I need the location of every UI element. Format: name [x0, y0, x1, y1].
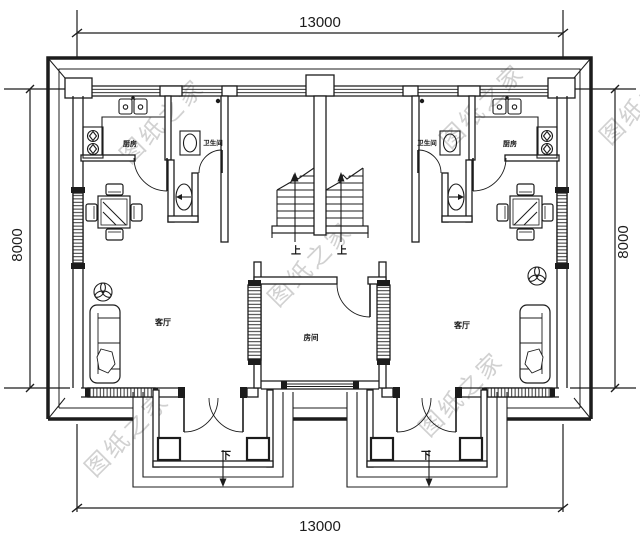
- dimension-top: [71, 10, 569, 58]
- sofa-icon: [519, 304, 551, 384]
- window-living-left: [87, 387, 156, 398]
- label-living-left: 客厅: [154, 317, 171, 327]
- porch-left: [132, 389, 294, 488]
- window-living-right: [484, 387, 553, 398]
- ceiling-fan-icon: [527, 266, 547, 286]
- entry-door-right: [393, 387, 462, 433]
- floor-drain-icon: [215, 98, 221, 104]
- window-left-wall: [72, 192, 84, 264]
- counter-right: [475, 116, 539, 155]
- dining-table-icon: [85, 183, 143, 241]
- dim-left-value: 8000: [9, 228, 26, 261]
- sink-icon: [118, 96, 148, 115]
- interior-walls: [80, 95, 560, 243]
- floor-drain-icon: [419, 98, 425, 104]
- kitchen-door-left: [133, 157, 168, 192]
- label-bathroom-left: 卫生间: [203, 138, 223, 147]
- corner-pilaster-left: [64, 77, 93, 99]
- squat-toilet-icon: [447, 183, 465, 211]
- watermark-text: 图纸之家: [595, 55, 640, 150]
- squat-toilet-icon: [175, 183, 193, 211]
- porch-right: [346, 389, 508, 488]
- label-stairs-up-right: 上: [337, 244, 347, 257]
- text-labels: 13000 13000 8000 8000 厨房 厨房 卫生间 卫生间 客厅 客…: [9, 14, 632, 535]
- kitchen-door-right: [472, 157, 507, 192]
- sofa-pillow: [96, 348, 116, 374]
- dim-bottom-value: 13000: [299, 518, 341, 535]
- stove-icon: [536, 126, 558, 159]
- stair-direction-arrow-up: [294, 181, 342, 242]
- label-kitchen-right: 厨房: [503, 139, 517, 148]
- stair-break-line-right: [325, 167, 364, 191]
- party-wall: [313, 95, 327, 236]
- bathroom-door-right: [417, 149, 442, 174]
- washbasin-icon: [439, 130, 461, 156]
- dim-right-value: 8000: [615, 225, 632, 258]
- center-room: [247, 261, 391, 390]
- label-steps-down-right: 下: [421, 450, 431, 462]
- staircase: [271, 95, 369, 242]
- sofa-icon: [89, 304, 121, 384]
- stove-icon: [82, 126, 104, 159]
- dim-top-value: 13000: [299, 14, 341, 31]
- porch-column: [245, 436, 271, 462]
- corner-pilaster-right: [547, 77, 576, 99]
- washbasin-icon: [179, 130, 201, 156]
- dimension-right: [570, 84, 636, 393]
- label-stairs-up-left: 上: [291, 244, 301, 257]
- label-kitchen-left: 厨房: [123, 139, 137, 148]
- label-center-room: 房间: [304, 332, 319, 342]
- porch-column: [458, 436, 484, 462]
- dining-table-icon: [496, 183, 554, 241]
- sofa-pillow: [524, 348, 544, 374]
- bathroom-door-left: [198, 149, 223, 174]
- porch-column: [156, 436, 182, 462]
- exterior-walls: [64, 74, 576, 398]
- label-living-right: 客厅: [453, 320, 470, 330]
- sink-icon: [492, 96, 522, 115]
- window-center-room-right: [376, 284, 391, 361]
- party-wall-post: [305, 74, 335, 97]
- ceiling-fan-icon: [93, 282, 113, 302]
- counter-left: [101, 116, 165, 155]
- label-steps-down-left: 下: [221, 450, 231, 462]
- watermark-text: 图纸之家: [80, 387, 175, 482]
- window-center-room-left: [247, 284, 262, 361]
- eave-outline: [46, 56, 593, 421]
- dimension-bottom: [71, 424, 569, 513]
- porch-column: [369, 436, 395, 462]
- label-bathroom-right: 卫生间: [417, 138, 437, 147]
- entry-door-left: [178, 387, 247, 433]
- window-right-wall: [556, 192, 568, 264]
